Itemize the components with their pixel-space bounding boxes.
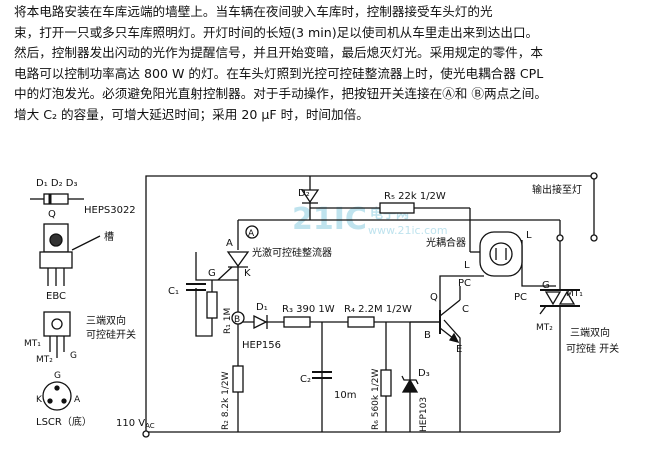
legend-lscr-g: G: [54, 371, 61, 381]
legend-ebc-label: EBC: [46, 291, 66, 302]
watermark-url: www.21ic.com: [368, 224, 448, 237]
label-d1: D₁: [256, 302, 268, 313]
legend-triac-mt2: MT₂: [36, 355, 53, 365]
label-lscr-name: 光激可控硅整流器: [252, 246, 332, 259]
resistor-r4: [347, 316, 375, 328]
capacitor-c2: [312, 371, 332, 379]
label-b-pin: B: [424, 330, 431, 341]
description-line-4: 电路可以控制功率高达 800 W 的灯。在车头灯照到光控可控硅整流器上时，使光电…: [14, 65, 544, 81]
label-triac-text-1: 三端双向: [570, 326, 610, 339]
legend-lscr-k: K: [36, 395, 43, 405]
label-k-pin: K: [244, 268, 251, 279]
label-point-b: B: [234, 315, 240, 325]
label-hep156: HEP156: [242, 340, 281, 351]
label-mt1: MT₁: [566, 289, 583, 299]
label-pc2: PC: [514, 292, 527, 303]
description-line-6: 增大 C₂ 的容量，可增大延迟时间；采用 20 μF 时，时间加倍。: [14, 106, 369, 122]
legend-diode-icon: [30, 193, 84, 205]
legend-lscr-caption: LSCR（底）: [36, 415, 92, 428]
label-r6: R₆ 560k 1/2W: [371, 369, 381, 430]
description-paragraph: 将本电路安装在车库远端的墙壁上。当车辆在夜间驶入车库时，控制器接受车头灯的光 束…: [14, 2, 662, 126]
legend-hep-part: HEPS3022: [84, 205, 136, 216]
resistor-r2: [232, 365, 244, 393]
label-supply: 110 VAC: [116, 418, 155, 430]
label-coupler: 光耦合器: [426, 236, 466, 249]
label-pc: PC: [458, 278, 471, 289]
label-hep103: HEP103: [419, 397, 429, 432]
resistor-r3: [283, 316, 311, 328]
label-c-pin: C: [462, 304, 469, 315]
label-l-mid: L: [464, 260, 470, 271]
legend-transistor-package-icon: [39, 223, 101, 286]
label-r1: R₁ 1M: [223, 308, 233, 334]
label-c2-value: 10m: [334, 390, 356, 401]
label-triac-text-2: 可控硅 开关: [566, 342, 619, 355]
description-line-2: 束，打开一只或多只车库照明灯。开灯时间的长短(3 min)足以使司机从车里走出来…: [14, 24, 539, 40]
label-triac-g: G: [542, 280, 550, 291]
point-a[interactable]: [245, 225, 259, 239]
optocoupler: [470, 231, 523, 277]
capacitor-c1: [186, 283, 206, 291]
supply-terminal[interactable]: [142, 430, 150, 438]
transistor-q: [410, 286, 461, 343]
label-d2: D₂: [298, 188, 310, 199]
triac: [539, 278, 580, 318]
legend-slot-label: 槽: [104, 230, 114, 243]
legend-diode-labels: D₁ D₂ D₃: [36, 178, 77, 189]
label-e-pin: E: [456, 344, 462, 355]
label-output: 输出接至灯: [532, 183, 582, 196]
label-r4: R₄ 2.2M 1/2W: [344, 304, 412, 315]
label-point-a: A: [248, 229, 255, 239]
legend-triac-g: G: [70, 351, 77, 361]
output-terminal-3[interactable]: [590, 234, 598, 242]
label-r2: R₂ 8.2k 1/2W: [221, 371, 231, 430]
zener-d3: [401, 375, 419, 393]
label-r5: R₅ 22k 1/2W: [384, 191, 446, 202]
output-terminal-2[interactable]: [556, 234, 564, 242]
circuit-wires: [145, 175, 595, 434]
point-b[interactable]: [231, 311, 245, 325]
legend-lscr-a: A: [74, 395, 81, 405]
description-line-1: 将本电路安装在车库远端的墙壁上。当车辆在夜间驶入车库时，控制器接受车头灯的光: [14, 4, 493, 19]
legend-lscr-package-icon: [42, 381, 72, 411]
label-c2: C₂: [300, 374, 311, 385]
label-r3: R₃ 390 1W: [282, 304, 335, 315]
label-a-pin: A: [226, 238, 233, 249]
label-l-top: L: [526, 230, 532, 241]
light-activated-scr: [217, 251, 250, 282]
label-d3: D₃: [418, 368, 430, 379]
legend-triac-package-icon: [43, 311, 71, 358]
output-terminal-1[interactable]: [590, 172, 598, 180]
legend: D₁ D₂ D₃ Q HEPS3022 槽 EBC MT₁ M: [24, 178, 136, 428]
label-q: Q: [430, 292, 438, 303]
label-mt2: MT₂: [536, 323, 553, 333]
resistor-r6: [380, 369, 392, 397]
label-c1: C₁: [168, 286, 179, 297]
resistor-r1: [206, 280, 218, 319]
description-line-5: 中的灯泡发光。必须避免阳光直射控制器。对于手动操作，把按钮开关连接在Ⓐ和 Ⓑ两点…: [14, 86, 547, 102]
legend-triac-desc-1: 三端双向: [86, 314, 126, 327]
diode-d1: [253, 314, 268, 330]
label-g-pin: G: [208, 268, 216, 279]
resistor-r5: [310, 202, 470, 214]
legend-q-label: Q: [48, 209, 56, 220]
legend-triac-desc-2: 可控硅开关: [86, 328, 136, 341]
legend-triac-mt1: MT₁: [24, 339, 41, 349]
diode-d2: [300, 189, 320, 204]
description-line-3: 然后，控制器发出闪动的光作为提醒信号，并且开始变暗，最后熄灭灯光。采用规定的零件…: [14, 45, 543, 61]
